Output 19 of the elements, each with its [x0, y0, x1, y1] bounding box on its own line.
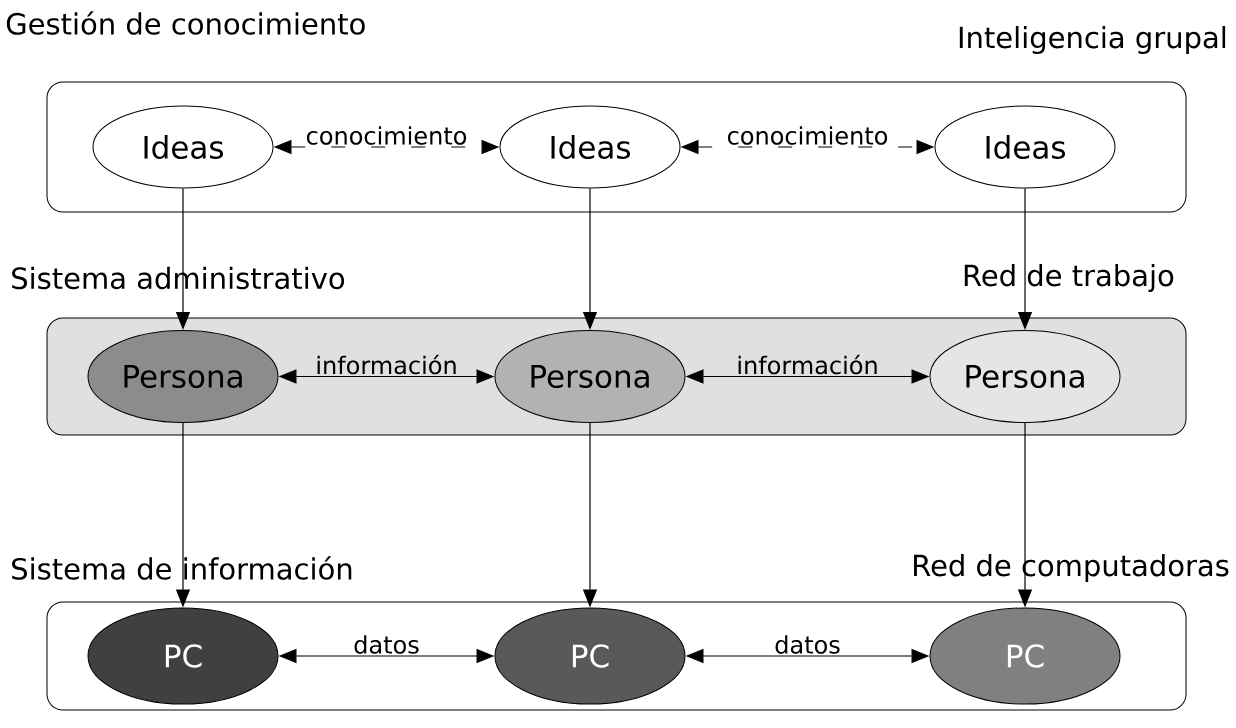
- edge-label: conocimiento: [306, 126, 467, 145]
- ellipse-node: PC: [494, 607, 686, 705]
- ellipse-node: Ideas: [499, 105, 681, 189]
- ellipse-node: PC: [929, 607, 1121, 705]
- edge-label: información: [738, 354, 877, 375]
- edge-label: datos: [775, 635, 840, 654]
- ellipse-node: Ideas: [92, 105, 274, 189]
- node-label: Gestión de conocimiento: [6, 11, 365, 35]
- ellipse-node: Persona: [494, 330, 686, 423]
- node-label: Sistema de información: [12, 556, 352, 580]
- edge-label: conocimiento: [727, 126, 888, 145]
- node-label: Inteligencia grupal: [959, 25, 1226, 55]
- ellipse-node: Persona: [929, 330, 1121, 423]
- ellipse-node: Ideas: [934, 105, 1116, 189]
- ellipse-node: Persona: [87, 330, 279, 423]
- edge-label: información: [317, 354, 456, 375]
- edge-label: datos: [354, 635, 419, 654]
- node-label: Red de trabajo: [964, 263, 1174, 293]
- ellipse-node: PC: [87, 607, 279, 705]
